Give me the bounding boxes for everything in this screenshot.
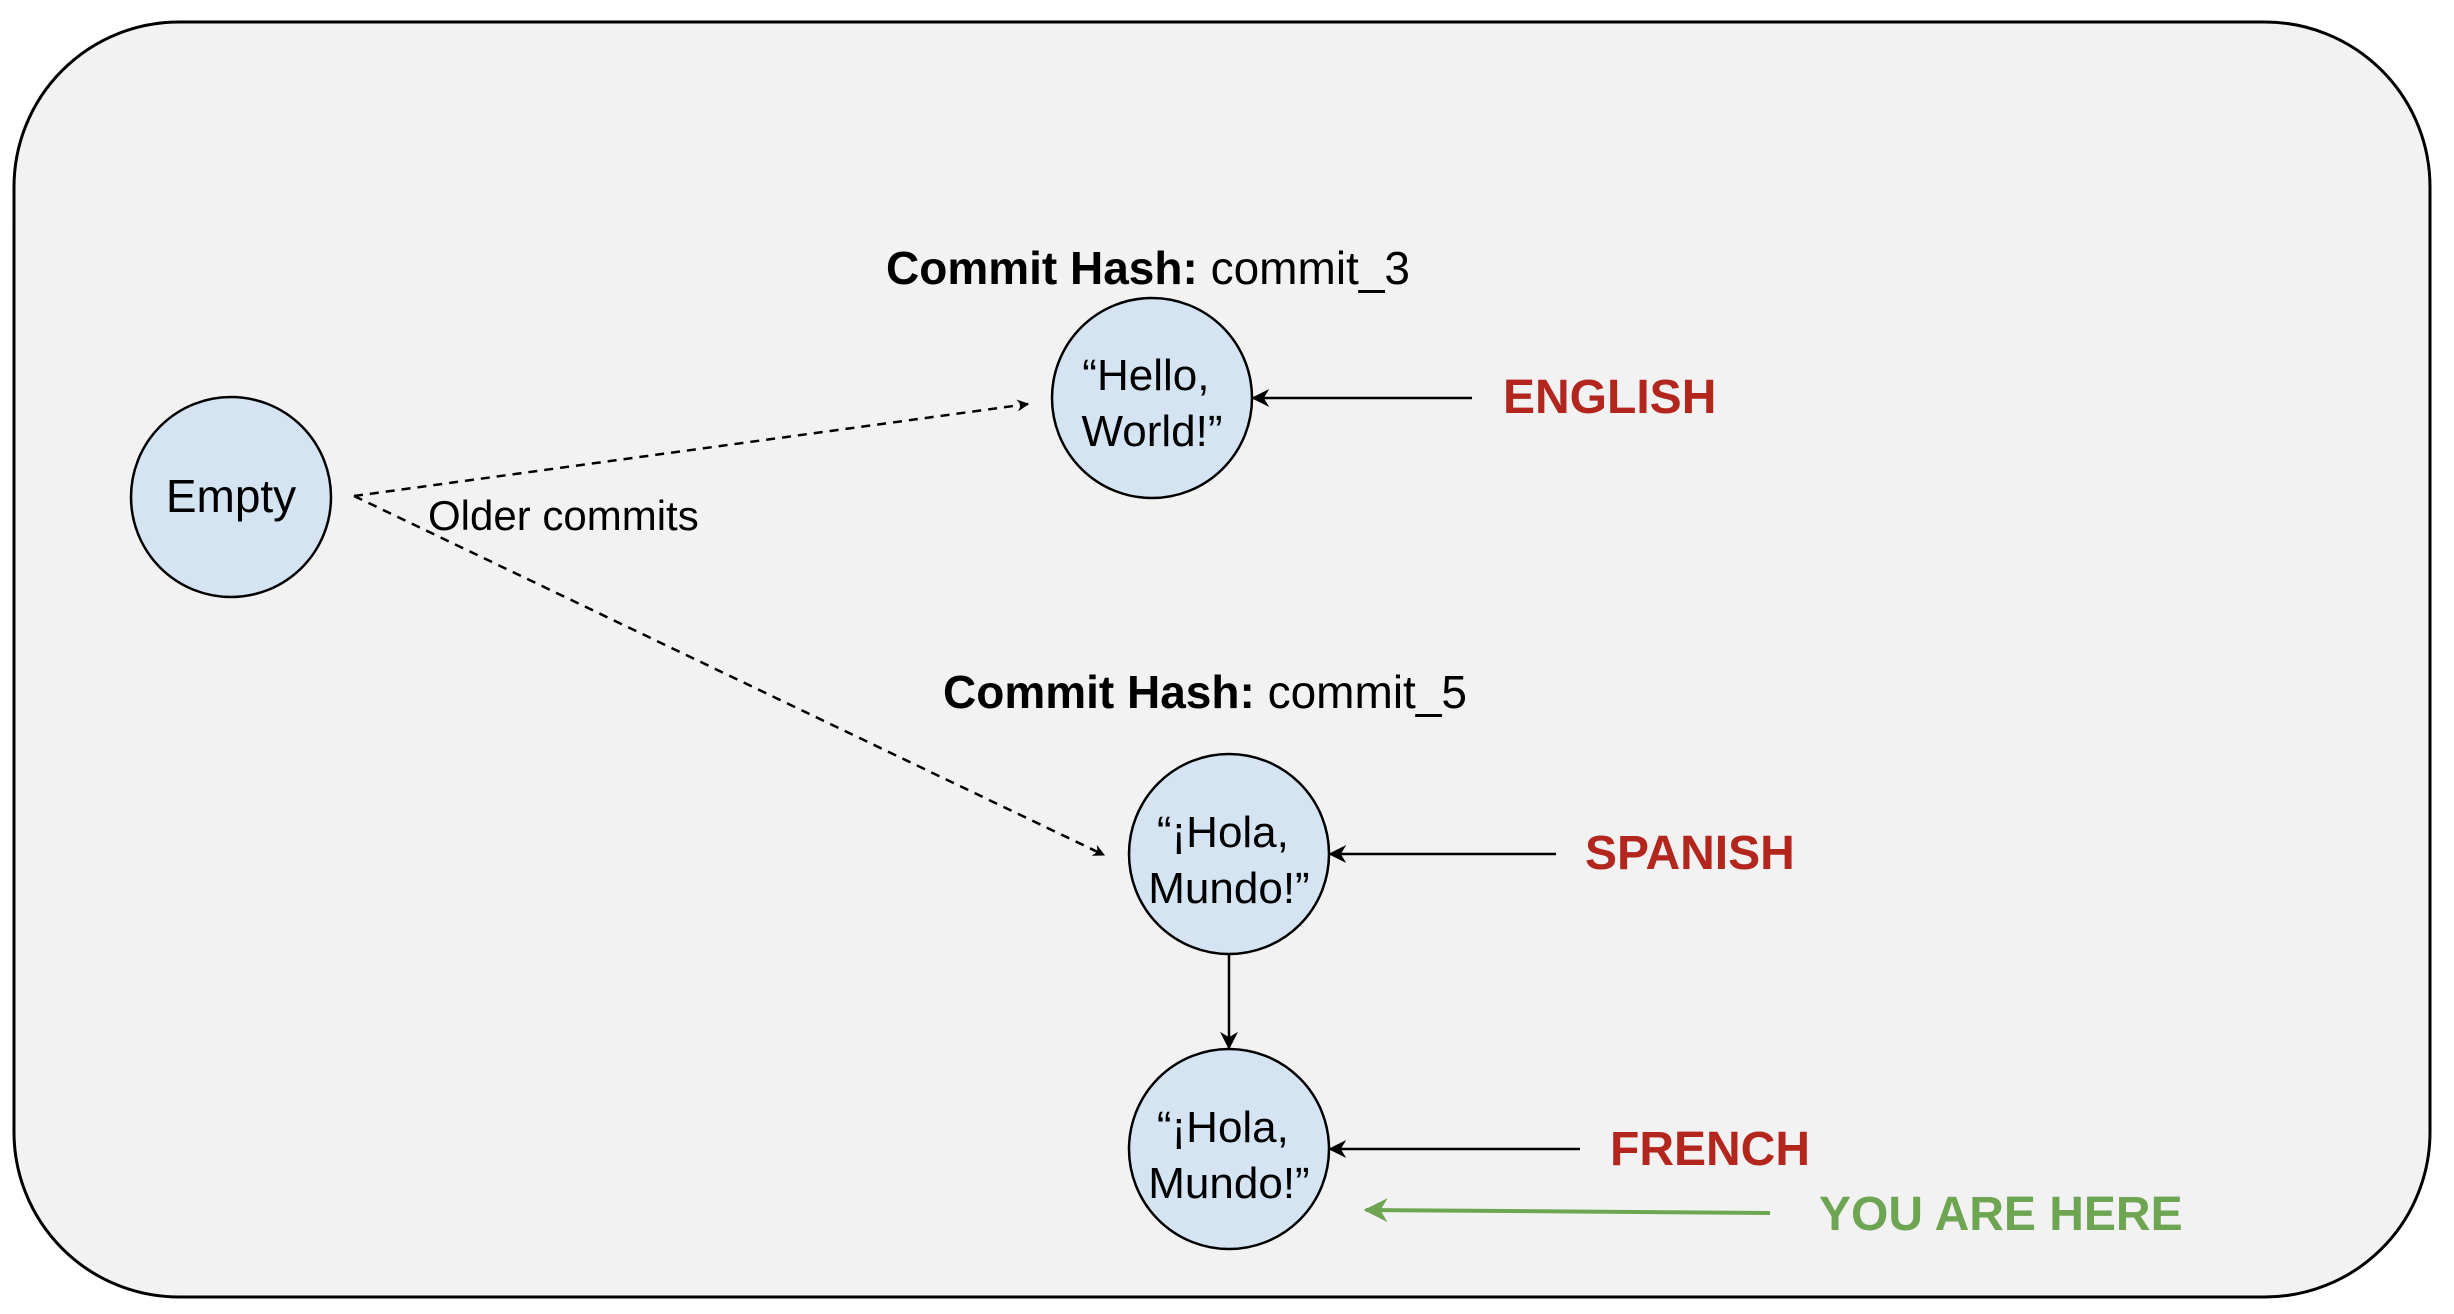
commit-5-label-line1: “¡Hola, — [1157, 808, 1289, 857]
edge-empty-to-commit-3 — [353, 399, 1030, 498]
commit-hash-middle-value: commit_5 — [1255, 666, 1467, 718]
branch-label-french: FRENCH — [1610, 1123, 1810, 1176]
commit-hash-middle: Commit Hash: commit_5 — [943, 666, 1467, 718]
branch-label-spanish: SPANISH — [1585, 827, 1795, 880]
commit-hash-top-key: Commit Hash: — [886, 242, 1198, 294]
older-commits-label: Older commits — [428, 492, 699, 539]
french-commit-label-line1: “¡Hola, — [1157, 1103, 1289, 1152]
empty-node-label: Empty — [166, 470, 296, 522]
commit-3-label-line1: “Hello, — [1082, 351, 1209, 400]
commit-3-label: “Hello, World!” — [1082, 351, 1223, 456]
commit-5-label-line2: Mundo!” — [1148, 864, 1309, 913]
you-are-here-label: YOU ARE HERE — [1819, 1188, 2183, 1241]
commit-hash-top-value: commit_3 — [1198, 242, 1410, 294]
you-are-here-arrow — [1363, 1198, 1771, 1223]
commit-3-label-line2: World!” — [1082, 407, 1223, 456]
commit-hash-middle-key: Commit Hash: — [943, 666, 1255, 718]
french-commit-label: “¡Hola, Mundo!” — [1148, 1103, 1309, 1208]
empty-node — [129, 395, 333, 599]
commit-5-label: “¡Hola, Mundo!” — [1148, 808, 1309, 913]
branch-label-english: ENGLISH — [1503, 371, 1716, 424]
french-commit-label-line2: Mundo!” — [1148, 1159, 1309, 1208]
commit-hash-top: Commit Hash: commit_3 — [886, 242, 1410, 294]
edge-empty-to-commit-5 — [353, 494, 1106, 857]
diagram-panel — [12, 20, 2432, 1299]
